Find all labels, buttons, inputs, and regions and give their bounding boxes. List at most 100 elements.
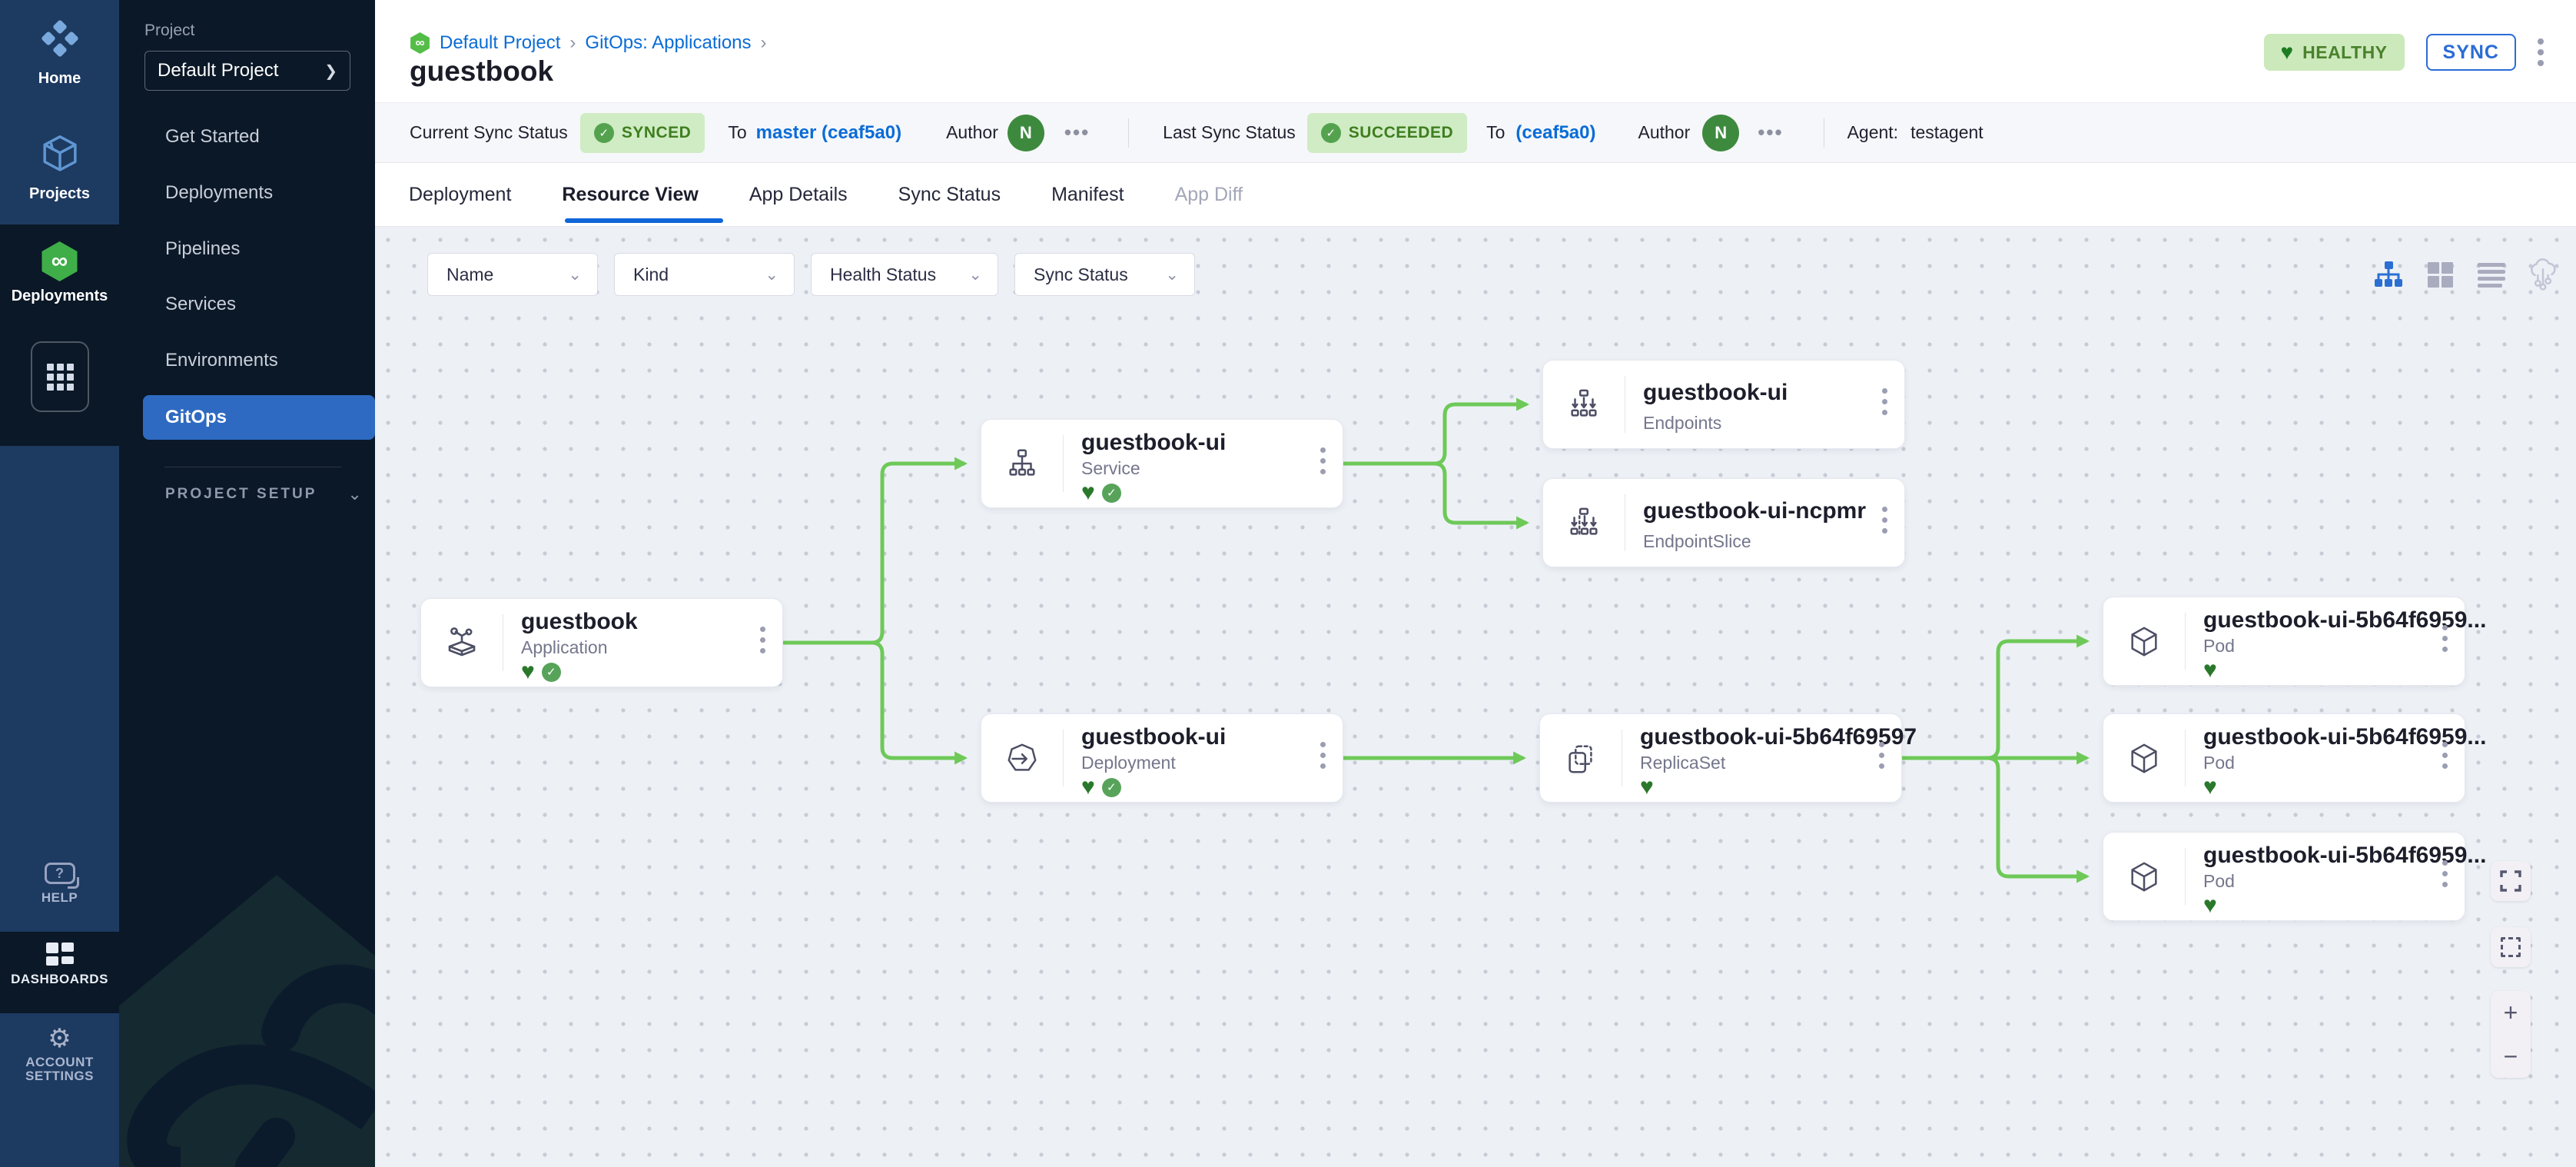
kind-filter-dropdown[interactable]: Kind⌄ [614,253,795,296]
more-options-icon[interactable]: ••• [1758,121,1784,144]
grid-view-icon[interactable] [2425,259,2455,290]
synced-check-icon: ✓ [1101,777,1121,797]
endpoints-icon [1543,361,1625,450]
node-kind: Application [521,637,608,657]
resource-node-endpointslice[interactable]: guestbook-ui-ncpmr EndpointSlice [1542,478,1905,567]
synced-badge-label: SYNCED [621,123,692,141]
node-menu-icon[interactable] [1320,742,1326,769]
check-circle-icon: ✓ [593,122,614,143]
synced-badge: ✓ SYNCED [579,112,705,153]
resource-tree-canvas[interactable]: Name⌄ Kind⌄ Health Status⌄ Sync Status⌄ [375,227,2576,1167]
health-status-badge: ♥ HEALTHY [2263,34,2405,71]
chevron-down-icon: ⌄ [1165,265,1179,284]
rail-item-home[interactable]: Home [0,17,119,88]
chevron-down-icon: ⌄ [568,265,582,284]
node-kind: ReplicaSet [1640,753,1726,773]
healthy-heart-icon: ♥ [2203,774,2217,800]
health-status-filter-dropdown[interactable]: Health Status⌄ [811,253,998,296]
tab-bar: Deployment Resource View App Details Syn… [375,163,2576,227]
node-kind: Service [1081,458,1140,478]
resource-node-pod-1[interactable]: guestbook-ui-5b64f6959... Pod ♥ [2103,597,2486,686]
tab-sync-status[interactable]: Sync Status [898,184,1001,205]
resource-node-application[interactable]: guestbook Application ♥ ✓ [420,598,783,687]
tab-manifest[interactable]: Manifest [1051,184,1124,205]
rail-item-account-settings[interactable]: ⚙ ACCOUNT SETTINGS [0,1026,119,1084]
rail-item-dashboards[interactable]: DASHBOARDS [0,943,119,987]
project-setup-toggle[interactable]: PROJECT SETUP ⌄ [165,484,362,504]
rail-item-help[interactable]: ? HELP [0,863,119,906]
rail-help-label: HELP [41,890,78,905]
current-sync-target-link[interactable]: master (ceaf5a0) [755,121,902,143]
node-title: guestbook-ui-ncpmr [1643,498,1866,524]
chevron-down-icon: ⌄ [347,484,362,504]
node-menu-icon[interactable] [1882,507,1887,534]
agent-value: testagent [1910,122,1983,142]
resource-node-pod-2[interactable]: guestbook-ui-5b64f6959... Pod ♥ [2103,713,2486,803]
node-menu-icon[interactable] [2442,625,2448,652]
zoom-out-button[interactable]: − [2503,1042,2518,1070]
tab-resource-view[interactable]: Resource View [562,184,699,205]
node-menu-icon[interactable] [2442,742,2448,769]
breadcrumb-separator-icon: › [569,32,576,53]
pod-icon [2103,833,2185,922]
sidebar-item-environments[interactable]: Environments [165,350,278,371]
gitops-app-icon: ∞ [410,32,430,54]
node-menu-icon[interactable] [1320,447,1326,474]
last-sync-status-label: Last Sync Status [1163,122,1296,142]
node-menu-icon[interactable] [1879,742,1884,769]
list-view-icon[interactable] [2476,259,2507,290]
breadcrumb-separator-icon: › [760,32,767,53]
sync-button[interactable]: SYNC [2425,34,2516,71]
selection-mode-button[interactable] [2491,927,2531,967]
node-kind: Deployment [1081,753,1176,773]
resource-connectors [782,397,2090,883]
sidebar-item-get-started[interactable]: Get Started [165,126,260,147]
last-sync-target-link[interactable]: (ceaf5a0) [1515,121,1596,143]
dashboards-icon [45,943,74,966]
breadcrumb-project-link[interactable]: Default Project [440,32,561,53]
app-menu-icon[interactable] [2538,38,2544,66]
rail-home-label: Home [38,70,81,87]
more-options-icon[interactable]: ••• [1064,121,1090,144]
healthy-heart-icon: ♥ [1081,774,1095,800]
author-avatar[interactable]: N [1007,114,1044,151]
sidebar-item-services[interactable]: Services [165,294,237,314]
resource-node-endpoints[interactable]: guestbook-ui Endpoints [1542,360,1905,449]
heart-icon: ♥ [2280,40,2294,64]
zoom-control: + − [2491,991,2531,1078]
chevron-down-icon: ⌄ [765,265,778,284]
node-menu-icon[interactable] [2442,860,2448,887]
sidebar-item-gitops[interactable]: GitOps [143,395,375,440]
project-selector[interactable]: Default Project ❯ [144,51,350,91]
sync-status-filter-dropdown[interactable]: Sync Status⌄ [1014,253,1195,296]
tab-app-details[interactable]: App Details [749,184,848,205]
healthy-heart-icon: ♥ [1640,774,1654,800]
tab-deployment[interactable]: Deployment [409,184,512,205]
healthy-heart-icon: ♥ [2203,893,2217,918]
module-picker-button[interactable] [31,341,89,412]
fit-to-screen-button[interactable] [2491,861,2531,901]
network-view-icon[interactable] [2528,258,2558,291]
resource-node-pod-3[interactable]: guestbook-ui-5b64f6959... Pod ♥ [2103,832,2486,922]
project-selector-value: Default Project [158,60,279,81]
service-icon [981,420,1063,509]
rail-item-deployments[interactable]: ∞ Deployments [0,241,119,305]
zoom-in-button[interactable]: + [2503,999,2518,1027]
node-title: guestbook-ui [1643,380,1788,405]
active-tab-indicator [565,218,723,223]
node-title: guestbook-ui [1081,724,1227,750]
sidebar-item-deployments[interactable]: Deployments [165,182,274,203]
tree-view-icon[interactable] [2373,259,2404,290]
resource-node-replicaset[interactable]: guestbook-ui-5b64f69597 ReplicaSet ♥ [1539,713,1917,803]
resource-node-service[interactable]: guestbook-ui Service ♥ ✓ [981,419,1343,508]
to-label: To [728,122,747,142]
breadcrumb-applications-link[interactable]: GitOps: Applications [585,32,752,53]
name-filter-dropdown[interactable]: Name⌄ [427,253,598,296]
author-avatar[interactable]: N [1702,114,1740,151]
resource-node-deployment[interactable]: guestbook-ui Deployment ♥ ✓ [981,713,1343,803]
node-menu-icon[interactable] [1882,388,1887,415]
sidebar-item-pipelines[interactable]: Pipelines [165,238,241,259]
rail-item-projects[interactable]: Projects [0,132,119,203]
node-menu-icon[interactable] [760,627,765,653]
chevron-down-icon: ⌄ [968,265,982,284]
